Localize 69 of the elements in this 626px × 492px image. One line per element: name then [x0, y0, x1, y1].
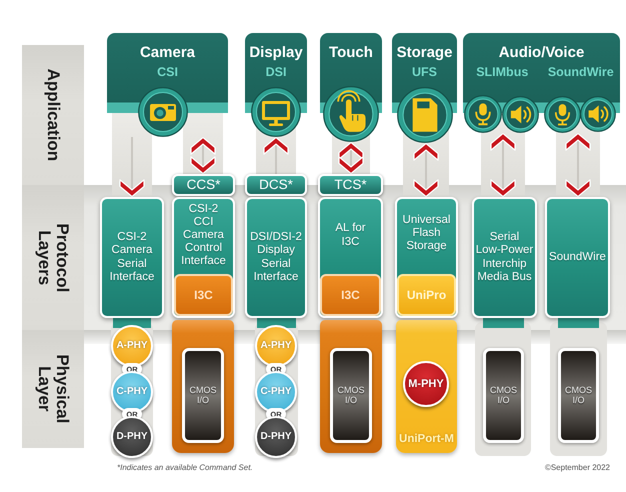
phy-label: M-PHY [408, 378, 444, 390]
protocol-label: Serial Low-Power Interchip Media Bus [474, 231, 534, 284]
sublayer-label: I3C [341, 288, 360, 302]
physical-layer-bar [172, 320, 234, 453]
application-title: Camera [140, 44, 196, 61]
application-title: Storage [396, 44, 452, 61]
application-header [392, 33, 457, 143]
phy-label: A-PHY [260, 340, 292, 352]
io-label: CMOS I/O [489, 386, 518, 405]
application-header [245, 33, 307, 137]
cmos-io-box [330, 348, 372, 443]
protocol-box [318, 197, 383, 318]
phy-label: C-PHY [260, 386, 292, 398]
interface-name: SLIMbus [475, 65, 530, 80]
sublayer-box [174, 274, 233, 316]
protocol-label: Universal Flash Storage [402, 214, 452, 254]
sublayer-label: UniPro [406, 288, 446, 302]
protocol-label: AL for I3C [334, 222, 367, 249]
command-set-tab [245, 174, 307, 196]
application-title: Audio/Voice [498, 44, 584, 61]
phy-label: D-PHY [116, 431, 148, 443]
protocol-box [472, 197, 537, 318]
sublayer-box [320, 274, 381, 316]
protocol-label: SoundWire [549, 250, 606, 264]
io-label: CMOS I/O [188, 386, 218, 405]
application-header [320, 33, 382, 142]
io-label: CMOS I/O [336, 386, 366, 405]
protocol-box [545, 197, 610, 318]
application-header [463, 33, 620, 133]
protocol-label: CSI-2 CCI Camera Control Interface [180, 202, 227, 268]
interface-name: DSI [264, 65, 288, 80]
application-header [107, 33, 228, 137]
physical-layer-bar [396, 320, 457, 453]
phy-circle [403, 361, 449, 407]
layer-band-cell [22, 330, 84, 448]
protocol-box [245, 197, 307, 318]
interface-name: UFS [411, 65, 438, 80]
command-set-tab [318, 174, 383, 196]
phy-label: C-PHY [116, 386, 148, 398]
application-title: Touch [329, 44, 373, 61]
interface-name: CSI [156, 65, 179, 80]
port-label: UniPort-M [399, 432, 454, 446]
protocol-label: DSI/DSI-2 Display Serial Interface [249, 231, 303, 284]
tab-label: TCS* [334, 177, 367, 193]
command-set-tab [172, 174, 235, 196]
layer-label: Physical Layer [35, 354, 71, 426]
io-label: CMOS I/O [564, 386, 593, 405]
protocol-box [172, 197, 235, 318]
layer-band-cell [22, 185, 84, 330]
protocol-box [395, 197, 458, 318]
sublayer-label: I3C [194, 288, 213, 302]
layer-band-cell [22, 45, 84, 185]
protocol-label: CSI-2 Camera Serial Interface [108, 231, 156, 284]
copyright-note: ©September 2022 [544, 463, 610, 473]
tab-label: DCS* [259, 177, 293, 193]
tab-label: CCS* [186, 177, 220, 193]
layer-label: Protocol Layers [35, 222, 71, 294]
physical-layer-bar [320, 320, 382, 453]
cmos-io-box [182, 348, 224, 443]
application-title: Display [249, 44, 303, 61]
sublayer-box [397, 274, 456, 316]
protocol-box [100, 197, 164, 318]
layer-label: Application [44, 68, 62, 164]
interface-name: SoundWire [546, 65, 615, 80]
footnote: *Indicates an available Command Set. [117, 463, 253, 473]
phy-label: A-PHY [116, 340, 148, 352]
cmos-io-box [483, 348, 524, 443]
cmos-io-box [558, 348, 599, 443]
phy-label: D-PHY [260, 431, 292, 443]
